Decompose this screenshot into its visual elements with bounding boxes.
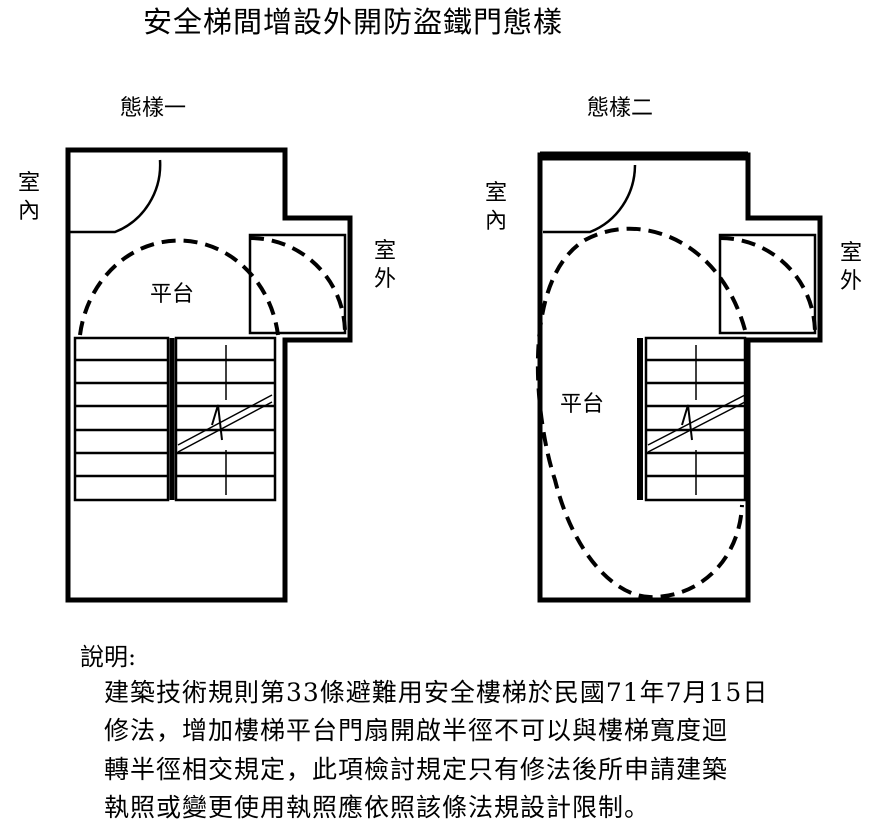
stairs-1 xyxy=(73,336,277,502)
variant-1-landing-label: 平台 xyxy=(150,282,195,307)
outdoor-door-swing-2 xyxy=(719,236,817,334)
indoor-door-swing-2 xyxy=(543,164,637,234)
variant-2-indoor-label: 室內 xyxy=(485,181,508,234)
notes-heading: 說明: xyxy=(80,643,137,671)
stairs-2 xyxy=(637,336,747,502)
variant-2-heading: 態樣二 xyxy=(587,96,654,121)
page-title: 安全梯間增設外開防盜鐵門態樣 xyxy=(143,5,564,39)
variant-1-indoor-label: 室內 xyxy=(18,171,41,224)
wall-outline-1 xyxy=(65,147,353,603)
variant-1-outdoor-label: 室外 xyxy=(374,239,397,292)
variant-1-heading: 態樣一 xyxy=(120,96,187,121)
outdoor-door-swing-1 xyxy=(249,236,347,334)
wall-outline-2 xyxy=(537,152,823,603)
notes-line: 轉半徑相交規定，此項檢討規定只有修法後所申請建築 xyxy=(104,755,729,784)
plan-variant-2 xyxy=(535,151,823,603)
outdoor-door-1 xyxy=(248,233,347,335)
plan-variant-1 xyxy=(65,147,353,603)
notes-line: 修法，增加樓梯平台門扇開啟半徑不可以與樓梯寬度迴 xyxy=(104,716,729,745)
turning-radius-arc-1 xyxy=(78,238,280,336)
notes-line: 建築技術規則第33條避難用安全樓梯於民國71年7月15日 xyxy=(104,678,769,707)
indoor-door-swing-1 xyxy=(70,159,162,234)
variant-2-landing-label: 平台 xyxy=(560,392,605,417)
variant-2-outdoor-label: 室外 xyxy=(840,241,863,294)
turning-radius-loop-2 xyxy=(535,226,747,600)
notes-line: 執照或變更使用執照應依照該條法規設計限制。 xyxy=(104,793,651,822)
outdoor-door-2 xyxy=(718,233,817,335)
